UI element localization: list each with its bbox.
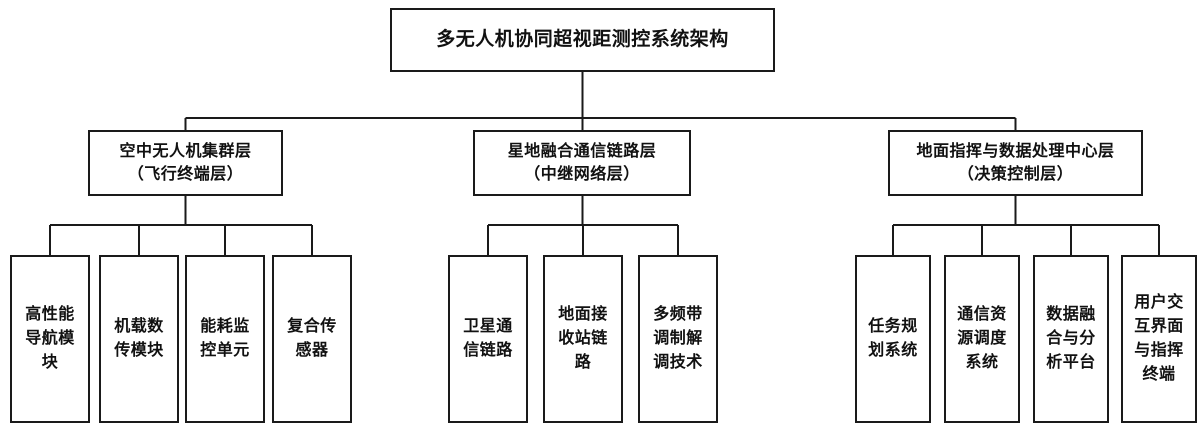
node-ground-receiving-station-link: 地面接 收站链 路 <box>543 255 623 423</box>
node-multiband-modem-tech: 多频带 调制解 调技术 <box>638 255 718 423</box>
node-user-interface-command-terminal: 用户交 互界面 与指挥 终端 <box>1121 255 1197 423</box>
node-comm-resource-scheduling-system: 通信资 源调度 系统 <box>944 255 1020 423</box>
node-energy-monitoring-unit: 能耗监 控单元 <box>185 255 265 423</box>
node-composite-sensor: 复合传 感器 <box>272 255 352 423</box>
node-nav-module: 高性能 导航模 块 <box>10 255 90 423</box>
node-system-architecture: 多无人机协同超视距测控系统架构 <box>390 8 775 72</box>
node-uav-swarm-layer: 空中无人机集群层 （飞行终端层） <box>88 130 283 196</box>
node-mission-planning-system: 任务规 划系统 <box>855 255 931 423</box>
node-satellite-ground-link-layer: 星地融合通信链路层 （中继网络层） <box>473 130 691 196</box>
node-satellite-comm-link: 卫星通 信链路 <box>448 255 528 423</box>
node-data-fusion-analysis-platform: 数据融 合与分 析平台 <box>1033 255 1109 423</box>
node-data-transmission-module: 机载数 传模块 <box>99 255 179 423</box>
node-ground-command-center-layer: 地面指挥与数据处理中心层 （决策控制层） <box>888 130 1143 196</box>
